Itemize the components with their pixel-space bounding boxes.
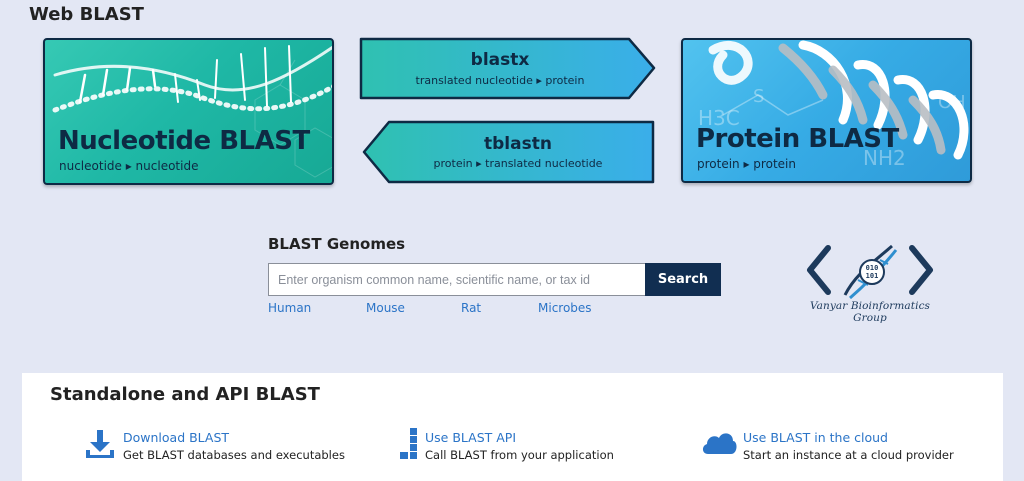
left-arrow-shape <box>362 120 655 184</box>
tblastn-card[interactable]: tblastn protein ▸ translated nucleotide <box>361 120 655 184</box>
svg-text:101: 101 <box>866 272 879 280</box>
organism-link-mouse[interactable]: Mouse <box>366 301 405 315</box>
organism-link-rat[interactable]: Rat <box>461 301 482 315</box>
dna-helix-illustration <box>52 45 332 178</box>
standalone-heading: Standalone and API BLAST <box>50 384 320 405</box>
page-title: Web BLAST <box>29 4 144 25</box>
standalone-panel: Standalone and API BLAST Download BLAST … <box>22 373 1003 481</box>
blastx-subtitle: translated nucleotide ▸ protein <box>415 74 585 87</box>
use-blast-cloud-desc: Start an instance at a cloud provider <box>743 448 954 462</box>
svg-text:010: 010 <box>866 264 879 272</box>
right-arrow-shape <box>359 37 656 100</box>
vanyar-logo: 010 101 Vanyar Bioinformatics Group <box>800 240 940 324</box>
download-blast-desc: Get BLAST databases and executables <box>123 448 345 462</box>
tblastn-subtitle: protein ▸ translated nucleotide <box>433 157 603 170</box>
protein-blast-title: Protein BLAST <box>696 124 899 154</box>
api-blocks-icon <box>400 428 417 459</box>
search-button[interactable]: Search <box>645 263 721 296</box>
nucleotide-blast-card[interactable]: Nucleotide BLAST nucleotide ▸ nucleotide <box>43 38 334 185</box>
nucleotide-blast-title: Nucleotide BLAST <box>58 126 310 156</box>
dna-code-logo-icon: 010 101 <box>807 244 933 300</box>
download-icon <box>86 430 114 458</box>
organism-link-microbes[interactable]: Microbes <box>538 301 592 315</box>
use-blast-api-link[interactable]: Use BLAST API <box>425 430 517 445</box>
svg-text:NH2: NH2 <box>863 146 906 170</box>
cloud-icon <box>702 433 737 454</box>
blastx-title: blastx <box>470 50 530 70</box>
download-blast-link[interactable]: Download BLAST <box>123 430 230 445</box>
logo-text: Vanyar Bioinformatics Group <box>809 300 931 324</box>
blast-genomes-heading: BLAST Genomes <box>268 235 406 253</box>
protein-helix-illustration: H3C S NH2 OH <box>698 40 969 170</box>
use-blast-api-desc: Call BLAST from your application <box>425 448 614 462</box>
nucleotide-blast-subtitle: nucleotide ▸ nucleotide <box>59 159 199 173</box>
use-blast-cloud-link[interactable]: Use BLAST in the cloud <box>743 430 888 445</box>
svg-text:S: S <box>753 86 764 107</box>
protein-blast-subtitle: protein ▸ protein <box>697 157 796 171</box>
tblastn-title: tblastn <box>484 134 552 154</box>
organism-search-input[interactable] <box>268 263 646 296</box>
protein-blast-card[interactable]: H3C S NH2 OH Protein BLAST protein ▸ pro… <box>681 38 972 183</box>
organism-link-human[interactable]: Human <box>268 301 312 315</box>
blastx-card[interactable]: blastx translated nucleotide ▸ protein <box>359 37 657 100</box>
svg-text:H3C: H3C <box>698 106 740 130</box>
